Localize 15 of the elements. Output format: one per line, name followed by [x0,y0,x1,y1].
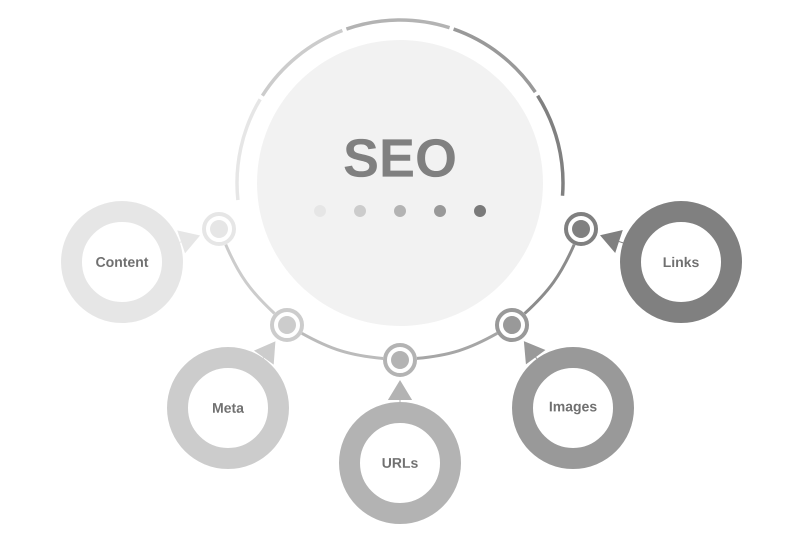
connector-arc [416,332,498,360]
ring-marker [270,308,304,342]
ring-bubble: Images [512,347,634,469]
ring-bubble: Meta [167,347,289,469]
ring-bubble: Content [61,201,183,323]
connector-arc [524,244,576,315]
ring-bubble: Links [620,201,742,323]
ring-marker [383,343,417,377]
connector-arc [224,244,276,315]
connector-arc [301,332,384,360]
ring-marker [564,212,598,246]
ring-marker [202,212,236,246]
ring-bubble: URLs [339,402,461,524]
ring-marker [495,308,529,342]
pointer-tail [600,230,624,254]
